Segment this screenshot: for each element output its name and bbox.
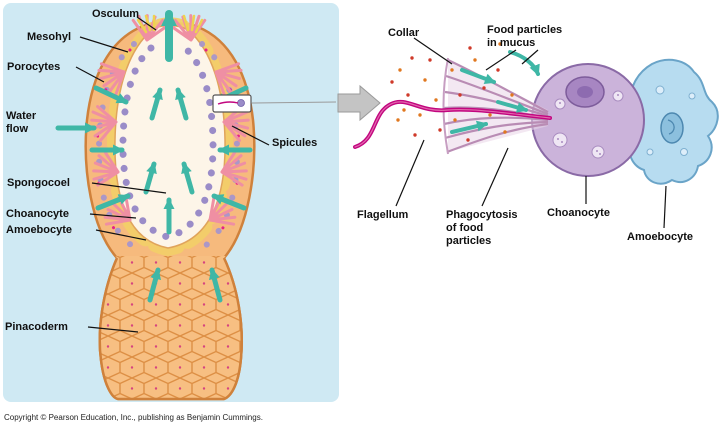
label-flagellum: Flagellum [357, 209, 409, 221]
spicules-leader-line [231, 125, 270, 146]
label-water-flow: Water flow [6, 110, 37, 135]
choanocyte-left-leader-line [89, 213, 137, 219]
label-pinacoderm: Pinacoderm [5, 321, 68, 333]
porocytes-leader-line [75, 66, 105, 83]
amoebocyte-vacuoles [646, 85, 696, 156]
label-porocytes: Porocytes [7, 61, 61, 73]
amoebocyte-nucleus-detail [667, 119, 675, 135]
choanocyte-nucleolus [577, 86, 593, 98]
porocyte-dots-left [95, 41, 145, 255]
collar-leader-line [413, 37, 453, 65]
vacuole-particles [557, 94, 619, 155]
food-particles-leader-line-1 [485, 49, 517, 71]
choanocyte-layer-dots [119, 44, 217, 241]
collar-microvilli [443, 59, 549, 154]
pinacoderm-honeycomb [88, 256, 253, 399]
pinacoderm-leader-line [87, 326, 139, 333]
flagellum-highlight [354, 101, 551, 148]
stalk-outline [98, 257, 243, 401]
water-flow-arrows [55, 85, 253, 303]
porocyte-dots-right [193, 41, 241, 255]
magnified-region-box [212, 94, 337, 113]
collar-rim [442, 57, 449, 155]
osculum-leader-line [136, 16, 157, 31]
amoebocyte-right-leader-line [663, 185, 667, 229]
label-food-particles: Food particles in mucus [487, 24, 563, 49]
label-osculum: Osculum [92, 8, 140, 20]
label-choanocyte-right: Choanocyte [547, 207, 610, 219]
spongocoel-leader-line [91, 182, 167, 194]
food-particles-leader-line-2 [521, 49, 539, 65]
label-collar: Collar [388, 27, 420, 39]
amoebocyte-left-leader-line [95, 229, 147, 241]
food-particles [390, 42, 514, 142]
copyright-text: Copyright © Pearson Education, Inc., pub… [4, 413, 263, 422]
phagocytosis-leader-line [481, 147, 509, 207]
osculum-spicule-tufts [136, 14, 204, 34]
collar-current-arrows [450, 50, 540, 134]
label-amoebocyte-right: Amoebocyte [627, 231, 694, 243]
sponge-body-group [55, 10, 337, 401]
label-mesohyl: Mesohyl [27, 31, 72, 43]
label-phagocytosis: Phagocytosis of food particles [446, 209, 518, 247]
magnification-arrow [337, 84, 381, 122]
label-amoebocyte-left: Amoebocyte [6, 224, 73, 236]
label-spongocoel: Spongocoel [7, 177, 70, 189]
flagellum-leader-line [395, 139, 425, 207]
choanocyte-closeup-group [353, 42, 719, 185]
label-choanocyte-left: Choanocyte [6, 208, 69, 220]
label-spicules: Spicules [272, 137, 318, 149]
leader-lines [75, 16, 667, 333]
amoebocyte-nucleus [660, 112, 684, 144]
mesohyl-leader-line [79, 36, 129, 53]
collar-membrane [448, 60, 548, 152]
